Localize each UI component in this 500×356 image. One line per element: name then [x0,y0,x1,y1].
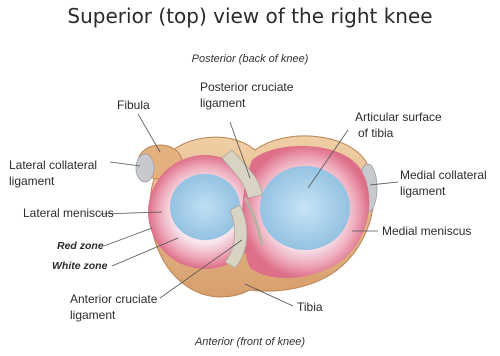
tibia-label: Tibia [297,300,323,315]
medial-articular-surface [260,166,350,250]
white-zone-label: White zone [52,259,107,274]
medial-collateral-label-line1: Medial collateral [400,168,487,183]
lateral-meniscus-label: Lateral meniscus [23,206,114,221]
lateral-articular-surface [170,174,240,240]
posterior-cruciate-label-line2: ligament [200,96,245,111]
lateral-collateral-ligament-shape [136,154,154,182]
lateral-collateral-label-line1: Lateral collateral [9,158,97,173]
anterior-cruciate-label-line1: Anterior cruciate [70,292,157,307]
red-zone-label: Red zone [57,239,104,254]
medial-meniscus-label: Medial meniscus [382,224,471,239]
medial-collateral-label-line2: ligament [400,184,445,199]
lateral-collateral-label-line2: ligament [9,174,54,189]
articular-surface-label-line1: Articular surface [355,110,442,125]
fibula-label: Fibula [117,98,150,113]
posterior-cruciate-label-line1: Posterior cruciate [200,80,293,95]
articular-surface-label-line2: of tibia [358,126,393,141]
anterior-cruciate-label-line2: ligament [70,308,115,323]
